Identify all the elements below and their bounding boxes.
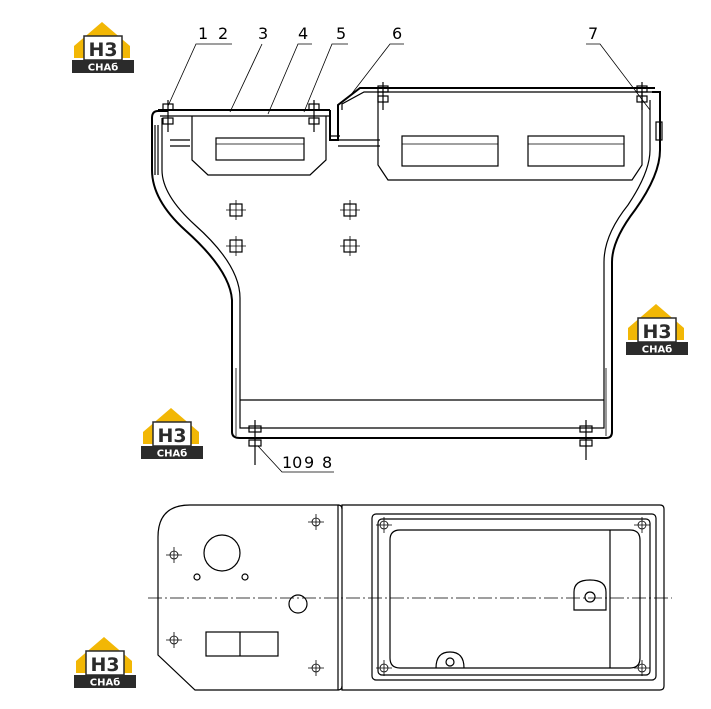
mount-squares [226, 200, 360, 256]
bolt-5 [308, 100, 320, 132]
bolt-7 [636, 82, 648, 110]
plan-bolts-left [166, 514, 324, 676]
bolt-8-9-10 [248, 420, 262, 465]
elevation-view: 1 2 3 4 5 6 7 10 9 8 [151, 24, 663, 473]
callout-8: 8 [322, 453, 332, 472]
plan-bolts-right [376, 517, 650, 676]
plan-view [148, 504, 672, 691]
watermark-logo-4 [73, 636, 137, 690]
callout-4: 4 [298, 24, 308, 43]
bolt-right-bottom [579, 420, 593, 460]
bolt-6 [377, 82, 389, 110]
callout-10: 10 [282, 453, 302, 472]
watermark-logo-2 [625, 303, 689, 357]
watermark-logo-1 [71, 21, 135, 75]
callout-1: 1 [198, 24, 208, 43]
callout-7: 7 [588, 24, 598, 43]
callout-5: 5 [336, 24, 346, 43]
leader-lines [167, 43, 651, 473]
callout-2: 2 [218, 24, 228, 43]
callout-3: 3 [258, 24, 268, 43]
watermark-logo-3 [140, 407, 204, 461]
callout-9: 9 [304, 453, 314, 472]
callout-6: 6 [392, 24, 402, 43]
